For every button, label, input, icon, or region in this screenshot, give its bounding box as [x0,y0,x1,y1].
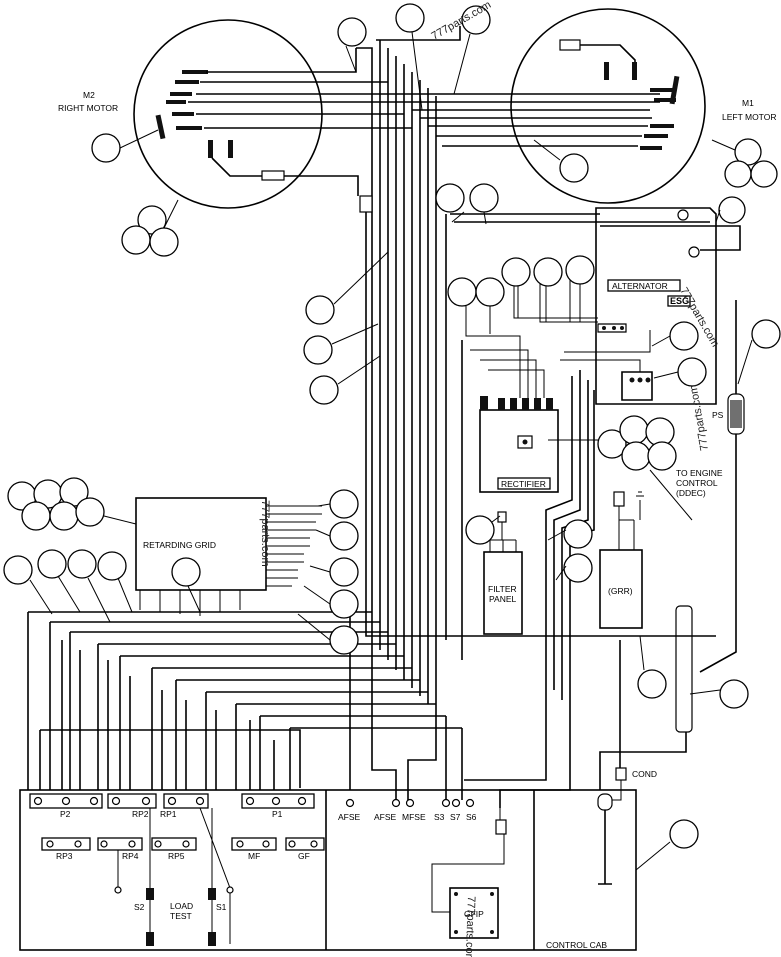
right-motor-m2: M2 RIGHT MOTOR [58,19,323,209]
retarding-grid: RETARDING GRID [135,497,322,616]
terminal-s6-label: S6 [466,812,477,822]
left-motor-m1: M1 LEFT MOTOR [510,8,776,204]
control-cab-label: CONTROL CAB [546,940,607,950]
esg-label: ESG [670,296,689,306]
terminal-mfse-label: MFSE [402,812,426,822]
watermark-3: 777parts.com [688,384,711,452]
pressure-switch-ps: PS [699,300,745,673]
terminal-afse-1-label: AFSE [338,812,361,822]
watermark-5: 777parts.com [463,896,477,957]
terminal-rp2-label: RP2 [132,809,149,819]
control-panel: P2 RP2 RP1 P1 AFSE AFSE MFSE S3 S7 S6 RP… [19,767,657,951]
alternator-label-box [607,279,681,292]
m1-code-label: M1 [742,98,754,108]
load-test-label-1: LOAD [170,901,193,911]
contactor-block [675,605,693,733]
terminal-rp5-label: RP5 [168,851,185,861]
engine-control-label-3: (DDEC) [676,488,706,498]
m2-name-label: RIGHT MOTOR [58,103,118,113]
m2-terminals [155,70,285,181]
gfip-label: GFIP [464,909,484,919]
alternator-label: ALTERNATOR [612,281,668,291]
alternator-assembly: ALTERNATOR ESG [595,207,741,405]
filter-panel-label-1: FILTER [488,584,517,594]
terminal-s2-label: S2 [134,902,145,912]
leader-lines [29,31,753,871]
terminal-s3-label: S3 [434,812,445,822]
terminal-rp4-label: RP4 [122,851,139,861]
rectifier-block: RECTIFIER [479,396,559,493]
terminal-s7-label: S7 [450,812,461,822]
retarding-grid-label: RETARDING GRID [143,540,216,550]
terminal-afse-2-label: AFSE [374,812,397,822]
gfip-block [449,887,499,939]
terminal-mf-label: MF [248,851,260,861]
ps-label: PS [712,410,724,420]
m2-code-label: M2 [83,90,95,100]
watermark-4: 777parts.com [259,500,271,567]
terminal-p1-label: P1 [272,809,283,819]
load-test-label-2: TEST [170,911,192,921]
m1-terminals [559,39,680,150]
terminal-s1-label: S1 [216,902,227,912]
filter-panel-label-2: PANEL [489,594,517,604]
rectifier-label: RECTIFIER [501,479,546,489]
grr-block: (GRR) [599,491,644,629]
callout-circles [3,3,781,849]
terminal-rp3-label: RP3 [56,851,73,861]
engine-control-label-1: TO ENGINE [676,468,723,478]
cond-label: COND [632,769,657,779]
wire-harness [27,26,716,808]
m1-name-label: LEFT MOTOR [722,112,776,122]
terminal-gf-label: GF [298,851,310,861]
grr-label: (GRR) [608,586,633,596]
engine-control-label-2: CONTROL [676,478,718,488]
filter-panel: FILTER PANEL [483,511,523,635]
terminal-rp1-label: RP1 [160,809,177,819]
terminal-p2-label: P2 [60,809,71,819]
esg-label-box [667,295,691,307]
strip-rp1 [163,793,209,809]
